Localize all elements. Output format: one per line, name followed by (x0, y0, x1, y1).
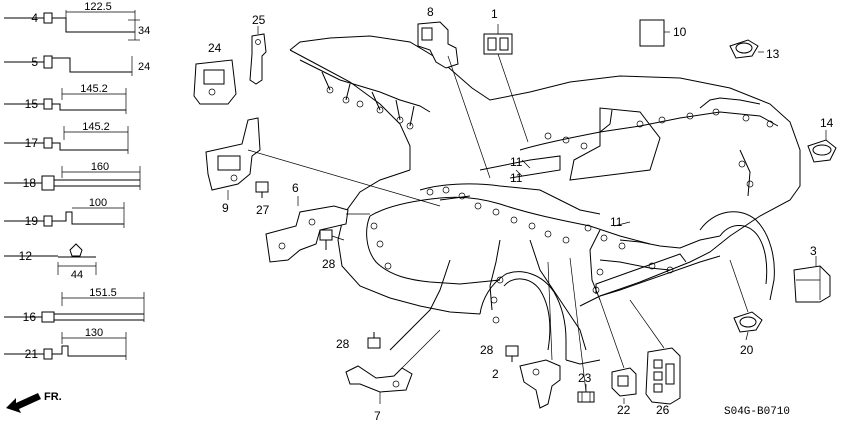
clip-5: 5 24 (4, 55, 150, 76)
diagram-code: S04G-B0710 (724, 406, 790, 418)
callout-20: 20 (740, 343, 754, 357)
dim-21: 130 (85, 327, 103, 339)
part-28-mid (367, 332, 381, 349)
part-24 (193, 59, 237, 105)
part-27 (255, 181, 269, 198)
callout-26: 26 (656, 403, 670, 417)
part-28-low (505, 345, 519, 362)
callout-23: 23 (578, 371, 592, 385)
callout-27: 27 (256, 203, 270, 217)
callout-12: 12 (19, 249, 33, 263)
callout-2: 2 (492, 367, 499, 381)
callout-10: 10 (673, 25, 687, 39)
clip-17: 17 145.2 (4, 121, 129, 154)
callout-22: 22 (617, 403, 631, 417)
part-6 (265, 196, 370, 263)
part-25 (249, 26, 267, 85)
callout-18: 18 (23, 176, 37, 190)
callout-17: 17 (25, 136, 39, 150)
part-14 (807, 130, 837, 163)
leader-lines (515, 159, 631, 227)
callout-19: 19 (25, 214, 39, 228)
callout-11-c: 11 (610, 215, 623, 229)
callout-labels: 1 8 10 13 14 3 20 24 25 9 27 6 28 28 7 2… (208, 5, 834, 423)
callout-7: 7 (374, 409, 381, 423)
callout-28-upper: 28 (322, 257, 336, 271)
callout-24: 24 (208, 41, 222, 55)
dim-5: 24 (138, 61, 150, 73)
clip-4: 4 122.5 34 (4, 1, 150, 41)
callout-1: 1 (491, 7, 498, 21)
front-label: FR. (44, 391, 62, 403)
clip-21: 21 130 (4, 327, 127, 361)
callout-16: 16 (23, 310, 37, 324)
dim-17: 145.2 (82, 121, 110, 133)
part-10 (639, 19, 670, 47)
part-20 (729, 259, 763, 341)
callout-6: 6 (292, 181, 299, 195)
callout-13: 13 (766, 47, 780, 61)
callout-11-b: 11 (510, 171, 523, 185)
callout-21: 21 (25, 347, 39, 361)
harness-main (299, 59, 779, 351)
dim-19: 100 (89, 197, 107, 209)
part-26 (629, 299, 681, 405)
front-arrow: FR. (6, 391, 62, 413)
dim-18: 160 (91, 161, 109, 173)
clip-19: 19 100 (4, 197, 125, 228)
part-7 (345, 329, 441, 404)
clip-18: 18 160 (4, 161, 141, 191)
clip-16: 16 151.5 (4, 287, 145, 324)
dim-12: 44 (71, 269, 83, 281)
callout-5: 5 (31, 55, 38, 69)
callout-4: 4 (31, 11, 38, 25)
callout-25: 25 (252, 13, 266, 27)
part-28-upper (319, 229, 345, 250)
dim-4a: 122.5 (84, 1, 112, 13)
part-1 (483, 24, 529, 143)
callout-28-mid: 28 (336, 337, 350, 351)
callout-3: 3 (810, 244, 817, 258)
part-23 (569, 257, 595, 403)
dim-4b: 34 (138, 25, 150, 37)
car-outline (289, 35, 801, 365)
callout-9: 9 (222, 201, 229, 215)
callout-8: 8 (427, 5, 434, 19)
callout-11-a: 11 (510, 155, 523, 169)
part-22 (599, 299, 637, 404)
part-9 (205, 117, 441, 207)
part-3 (793, 256, 831, 303)
callout-28-low: 28 (480, 343, 494, 357)
part-2 (519, 261, 561, 409)
callout-14: 14 (820, 116, 834, 130)
part-8 (417, 21, 491, 179)
dim-15: 145.2 (80, 83, 108, 95)
clip-15: 15 145.2 (4, 83, 127, 114)
callout-15: 15 (25, 97, 39, 111)
part-13 (729, 39, 764, 59)
dim-16: 151.5 (89, 287, 117, 299)
clip-12: 12 44 (4, 243, 97, 281)
